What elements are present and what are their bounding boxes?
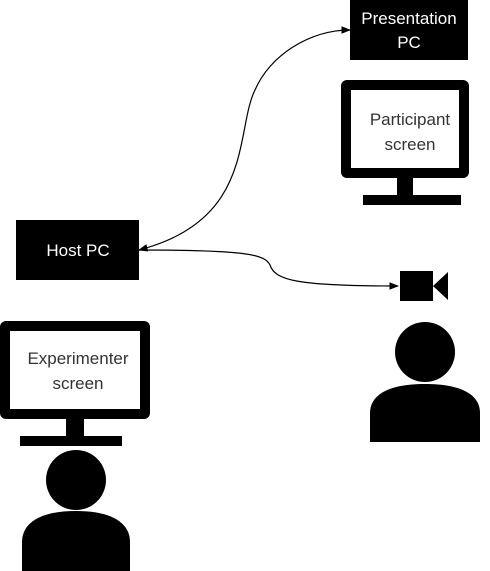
participant-screen-label-line2: screen [384,135,435,154]
participant-screen-label-line1: Participant [370,110,451,129]
participant-monitor-icon: Participant screen [341,80,469,205]
presentation-pc-label-line2: PC [397,33,421,52]
participant-person-icon [370,322,480,442]
experimenter-monitor-icon: Experimenter screen [0,321,150,446]
host-pc-label: Host PC [46,241,109,260]
video-camera-icon [400,271,448,301]
host-to-presentation-connector [138,26,351,252]
experimenter-person-icon [22,450,130,571]
host-pc-box[interactable]: Host PC [16,220,139,280]
experimenter-screen-label-line2: screen [52,374,103,393]
experimenter-screen-label-line1: Experimenter [27,349,128,368]
presentation-pc-box[interactable]: Presentation PC [350,0,468,60]
presentation-pc-label-line1: Presentation [361,9,456,28]
host-to-camera-connector [138,249,399,290]
